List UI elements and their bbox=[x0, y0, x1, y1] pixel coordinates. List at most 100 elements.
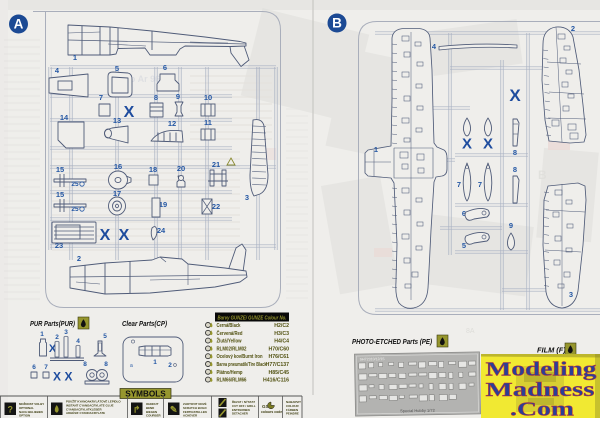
svg-text:3: 3 bbox=[569, 290, 573, 299]
svg-text:7: 7 bbox=[478, 180, 482, 189]
svg-text:5: 5 bbox=[115, 64, 119, 73]
svg-text:1: 1 bbox=[73, 53, 77, 62]
svg-text:NABARVIT: NABARVIT bbox=[286, 400, 301, 404]
svg-text:ENTFERNEN: ENTFERNEN bbox=[232, 408, 250, 412]
svg-text:Plátno/Hemp: Plátno/Hemp bbox=[217, 370, 243, 376]
svg-text:20: 20 bbox=[177, 164, 185, 173]
svg-text:X: X bbox=[64, 369, 72, 383]
svg-text:6: 6 bbox=[32, 364, 36, 371]
svg-text:17: 17 bbox=[113, 189, 121, 198]
svg-text:1: 1 bbox=[153, 359, 157, 366]
svg-text:Madness: Madness bbox=[486, 380, 596, 401]
svg-text:10: 10 bbox=[204, 93, 212, 102]
svg-text:ZHOTOVIT NOVÉ: ZHOTOVIT NOVÉ bbox=[183, 401, 207, 406]
svg-text:8A: 8A bbox=[466, 328, 475, 335]
svg-text:9: 9 bbox=[176, 92, 180, 101]
svg-text:H3/C3: H3/C3 bbox=[274, 331, 289, 337]
svg-text:Barva pneumatik/Tire Black: Barva pneumatik/Tire Black bbox=[217, 362, 267, 368]
svg-text:B: B bbox=[332, 16, 342, 31]
svg-text:X: X bbox=[462, 135, 472, 152]
svg-text:8: 8 bbox=[154, 93, 158, 102]
svg-text:25: 25 bbox=[71, 181, 79, 188]
svg-text:FÄRBEN: FÄRBEN bbox=[286, 408, 298, 412]
svg-text:25: 25 bbox=[71, 206, 79, 213]
svg-text:Ocelový kov/Burnt Iron: Ocelový kov/Burnt Iron bbox=[217, 354, 263, 360]
svg-text:19: 19 bbox=[159, 200, 167, 209]
svg-text:FILM (F): FILM (F) bbox=[537, 346, 566, 355]
svg-text:X: X bbox=[100, 227, 111, 244]
svg-text:8: 8 bbox=[513, 148, 517, 157]
svg-text:Barvy GUNZE/ GUNZE Colour No.: Barvy GUNZE/ GUNZE Colour No. bbox=[218, 315, 287, 321]
svg-text:Arado Ar 96B: Arado Ar 96B bbox=[109, 74, 167, 84]
svg-text:POUŽÍT KYANOAKRYLÁTOVÉ LEPIDLO: POUŽÍT KYANOAKRYLÁTOVÉ LEPIDLO bbox=[66, 399, 121, 404]
svg-text:21: 21 bbox=[212, 160, 220, 169]
svg-text:SH72310/12/15: SH72310/12/15 bbox=[360, 357, 385, 361]
svg-text:23: 23 bbox=[55, 241, 63, 250]
svg-text:3: 3 bbox=[245, 193, 249, 202]
svg-text:FERTIGSTELLEN: FERTIGSTELLEN bbox=[183, 410, 207, 414]
svg-text:1: 1 bbox=[374, 145, 378, 154]
svg-text:PHOTO-ETCHED Parts (PE): PHOTO-ETCHED Parts (PE) bbox=[352, 337, 432, 346]
svg-text:SYMBOLS: SYMBOLS bbox=[125, 390, 166, 399]
svg-text:NACH BELIEBEN: NACH BELIEBEN bbox=[19, 410, 43, 414]
svg-text:5: 5 bbox=[103, 333, 107, 340]
svg-text:GSI: GSI bbox=[262, 404, 270, 409]
svg-text:✎: ✎ bbox=[170, 404, 178, 414]
svg-text:22: 22 bbox=[212, 202, 220, 211]
svg-text:16: 16 bbox=[114, 162, 122, 171]
svg-text:H416/C116: H416/C116 bbox=[263, 378, 289, 384]
svg-text:OPTION: OPTION bbox=[19, 414, 30, 418]
svg-text:H4/C4: H4/C4 bbox=[274, 339, 289, 345]
svg-text:Modeling: Modeling bbox=[486, 360, 597, 381]
svg-text:9: 9 bbox=[509, 221, 513, 230]
svg-text:PEINDRE: PEINDRE bbox=[286, 412, 299, 416]
svg-text:8: 8 bbox=[83, 361, 87, 368]
svg-text:RLM02/RLM02: RLM02/RLM02 bbox=[217, 346, 247, 352]
svg-text:2: 2 bbox=[77, 254, 81, 263]
svg-text:INSTANT CYANOACRYLATE GLUE: INSTANT CYANOACRYLATE GLUE bbox=[66, 403, 114, 407]
svg-text:14: 14 bbox=[60, 113, 69, 122]
svg-text:Special Hobby 1/72: Special Hobby 1/72 bbox=[400, 408, 436, 414]
svg-text:CYANOACRYLATKLEBER: CYANOACRYLATKLEBER bbox=[66, 407, 102, 411]
svg-text:H2/C2: H2/C2 bbox=[274, 323, 289, 329]
svg-text:ŘEZAT / NÝSTAT: ŘEZAT / NÝSTAT bbox=[232, 399, 255, 404]
svg-text:CUT OFF / GRILL: CUT OFF / GRILL bbox=[232, 404, 256, 408]
svg-text:X: X bbox=[119, 227, 130, 244]
svg-text:Clear Parts(CP): Clear Parts(CP) bbox=[122, 319, 167, 328]
svg-text:3: 3 bbox=[64, 329, 68, 336]
svg-text:18: 18 bbox=[149, 165, 157, 174]
svg-text:4: 4 bbox=[55, 66, 60, 75]
svg-text:.Com: .Com bbox=[510, 400, 574, 419]
svg-text:15: 15 bbox=[56, 190, 64, 199]
svg-text:BEND: BEND bbox=[146, 406, 154, 410]
svg-text:X: X bbox=[483, 135, 493, 152]
svg-text:↱: ↱ bbox=[133, 404, 141, 414]
svg-text:X: X bbox=[49, 343, 57, 355]
svg-text:Červená/Red: Červená/Red bbox=[217, 330, 243, 337]
svg-text:BIEGEN: BIEGEN bbox=[146, 410, 157, 414]
svg-text:X: X bbox=[53, 369, 61, 383]
svg-text:colours code: colours code bbox=[261, 410, 282, 414]
svg-text:COLOUR: COLOUR bbox=[286, 404, 299, 408]
svg-text:H70/C60: H70/C60 bbox=[269, 346, 290, 352]
svg-text:X: X bbox=[509, 86, 521, 105]
svg-text:Žlutá/Yellow: Žlutá/Yellow bbox=[217, 337, 243, 345]
svg-text:7: 7 bbox=[44, 364, 48, 371]
svg-text:6: 6 bbox=[462, 209, 466, 218]
svg-text:4: 4 bbox=[432, 42, 437, 51]
svg-text:H85/C45: H85/C45 bbox=[269, 370, 290, 376]
svg-text:B: B bbox=[538, 168, 547, 182]
svg-text:1: 1 bbox=[40, 331, 44, 338]
svg-text:5: 5 bbox=[462, 241, 466, 250]
svg-text:H76/C61: H76/C61 bbox=[269, 354, 290, 360]
svg-text:24: 24 bbox=[157, 226, 166, 235]
svg-text:13: 13 bbox=[113, 116, 121, 125]
svg-text:H77/C137: H77/C137 bbox=[266, 362, 289, 368]
svg-text:6: 6 bbox=[163, 63, 167, 72]
svg-text:12: 12 bbox=[168, 119, 176, 128]
svg-text:OPTIONAL: OPTIONAL bbox=[19, 406, 34, 410]
svg-text:2: 2 bbox=[571, 24, 575, 33]
svg-text:OHNOUT: OHNOUT bbox=[146, 402, 159, 406]
svg-text:PUR Parts(PUR): PUR Parts(PUR) bbox=[30, 319, 75, 328]
svg-text:7: 7 bbox=[99, 93, 103, 102]
